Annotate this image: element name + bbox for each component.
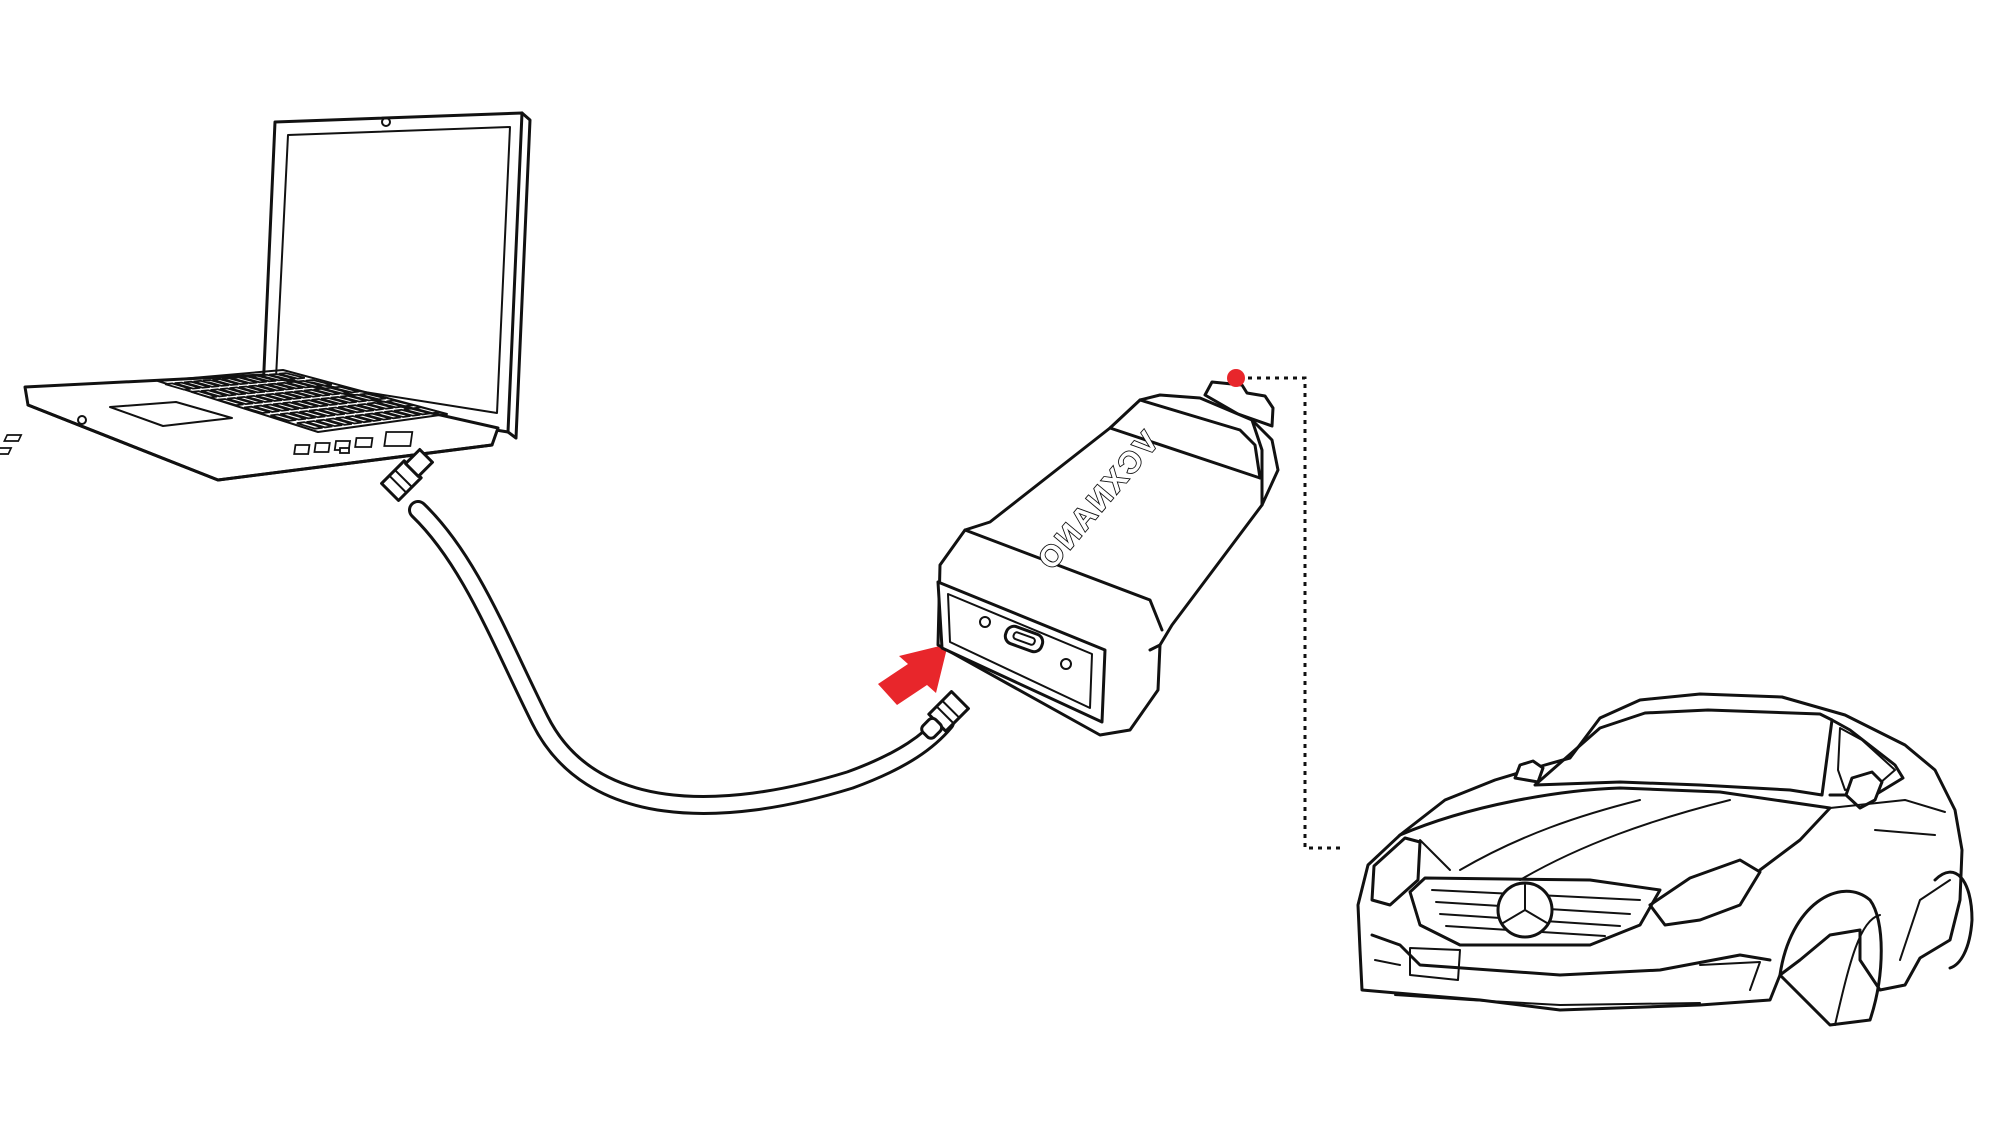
keyboard-key bbox=[332, 385, 360, 394]
card-slot-icon bbox=[0, 447, 13, 455]
keyboard-keys bbox=[164, 372, 441, 430]
led-indicator-icon bbox=[1060, 658, 1072, 670]
laptop-keyboard bbox=[157, 369, 448, 433]
card-slot-icon bbox=[3, 434, 23, 442]
obd-port-connection bbox=[1227, 369, 1342, 850]
car-grille bbox=[1408, 876, 1662, 947]
usb-port-icon bbox=[354, 437, 374, 448]
keyboard-key bbox=[325, 417, 353, 426]
keyboard-key bbox=[270, 413, 297, 422]
keyboard-key bbox=[413, 406, 441, 415]
device-front-face bbox=[936, 580, 1107, 724]
keyboard-key bbox=[263, 403, 290, 412]
car-illustration bbox=[1356, 692, 1974, 1027]
keyboard-key bbox=[315, 418, 343, 428]
keyboard-key bbox=[296, 421, 323, 430]
keyboard-key bbox=[301, 399, 329, 408]
device-body bbox=[936, 393, 1280, 737]
keyboard-key bbox=[328, 406, 355, 415]
usb-port-icon bbox=[293, 444, 311, 455]
obd-port-marker-icon bbox=[1227, 369, 1245, 387]
keyboard-key bbox=[246, 394, 273, 403]
car-mirror bbox=[1844, 770, 1884, 810]
keyboard-key bbox=[386, 399, 414, 408]
usb-a-plug bbox=[380, 448, 434, 502]
car-headlight bbox=[1370, 836, 1422, 907]
laptop-screen bbox=[275, 126, 511, 414]
car-license-plate bbox=[1409, 947, 1461, 981]
car-body bbox=[1356, 692, 1964, 1012]
keyboard-key bbox=[359, 392, 387, 401]
keyboard-key bbox=[335, 416, 362, 425]
audio-jack-icon bbox=[77, 415, 87, 425]
webcam-icon bbox=[381, 117, 391, 127]
keyboard-key bbox=[354, 413, 382, 422]
car-front-wheel bbox=[1778, 889, 1883, 1027]
keyboard-key bbox=[217, 398, 244, 407]
keyboard-key bbox=[243, 405, 271, 414]
keyboard-key bbox=[337, 405, 365, 414]
keyboard-key bbox=[306, 420, 333, 429]
laptop-trackpad bbox=[109, 401, 233, 427]
keyboard-key bbox=[282, 401, 309, 410]
usb-cable bbox=[380, 448, 970, 815]
car-headlight bbox=[1648, 858, 1762, 927]
usb-port-icon bbox=[313, 442, 331, 453]
led-indicator-icon bbox=[979, 616, 991, 628]
keyboard-key bbox=[345, 415, 372, 424]
ethernet-port-icon bbox=[383, 431, 414, 447]
keyboard-key bbox=[374, 411, 401, 420]
laptop-illustration bbox=[0, 111, 532, 482]
keyboard-key bbox=[289, 411, 316, 420]
lock-slot-icon bbox=[339, 447, 350, 454]
keyboard-key bbox=[347, 404, 375, 413]
keyboard-key bbox=[236, 395, 263, 405]
keyboard-key bbox=[308, 408, 336, 417]
keyboard-key bbox=[299, 410, 326, 419]
connect-arrow-icon bbox=[878, 644, 948, 705]
keyboard-key bbox=[219, 387, 247, 396]
keyboard-key bbox=[253, 404, 280, 413]
keyboard-key bbox=[278, 372, 306, 380]
usb-c-plug bbox=[920, 690, 970, 740]
car-rear-wheel bbox=[1933, 870, 1974, 970]
keyboard-key bbox=[164, 382, 191, 391]
keyboard-key bbox=[279, 412, 307, 421]
obd-device: VCXNANO bbox=[936, 380, 1280, 737]
keyboard-key bbox=[305, 379, 333, 387]
